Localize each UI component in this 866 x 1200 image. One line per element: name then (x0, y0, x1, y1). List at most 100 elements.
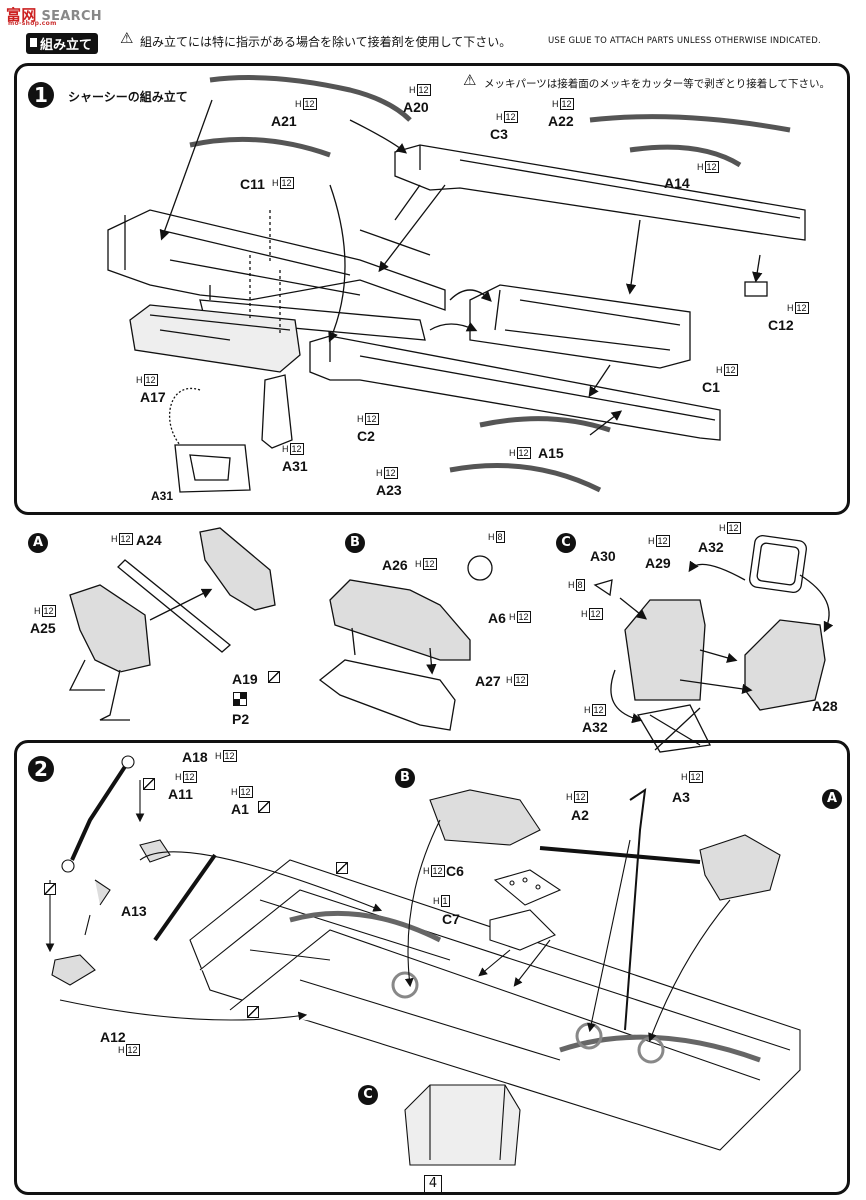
warning-icon: ⚠ (120, 29, 134, 47)
part-c3-label: C3 (490, 126, 508, 142)
step2-panel (14, 740, 850, 1195)
part-a15-label: A15 (538, 445, 564, 461)
callout-b: B (395, 768, 415, 788)
step2-number: 2 (28, 756, 54, 782)
part-c11-label: C11 (240, 176, 265, 192)
step1-title: シャーシーの組み立て (68, 90, 188, 104)
paint-check-icon (233, 692, 247, 706)
part-a12-label: A12 (100, 1029, 126, 1045)
part-c12-label: C12 (768, 317, 794, 333)
part-a21-label: A21 (271, 113, 297, 129)
part-a14-label: A14 (664, 175, 690, 191)
subassembly-c-marker: C (556, 533, 576, 553)
watermark-site: mo-shop.com (8, 20, 57, 27)
a31-detail-label: A31 (151, 489, 174, 503)
part-a32a-label: A32 (698, 539, 724, 555)
part-a22-label: A22 (548, 113, 574, 129)
assembly-tab: 組み立て (26, 33, 99, 54)
part-a18-label: A18 (182, 749, 208, 765)
no-glue-icon-link (336, 862, 348, 874)
part-a6-label: A6 (488, 610, 506, 626)
part-a29-label: A29 (645, 555, 671, 571)
no-glue-icon-bottom (247, 1006, 259, 1018)
part-a30-label: A30 (590, 548, 616, 564)
subassembly-a-marker: A (28, 533, 48, 553)
part-a3-label: A3 (672, 789, 690, 805)
part-a28-label: A28 (812, 698, 838, 714)
part-a17-label: A17 (140, 389, 166, 405)
step1-number: 1 (28, 82, 54, 108)
glue-note-jp: 組み立てには特に指示がある場合を除いて接着剤を使用して下さい。 (140, 35, 512, 49)
plating-warning: メッキパーツは接着面のメッキをカッター等で剥ぎとり接着して下さい。 (484, 78, 830, 90)
part-a23-label: A23 (376, 482, 402, 498)
callout-c: C (358, 1085, 378, 1105)
part-a19-label: A19 (232, 671, 258, 687)
watermark-logo: 富网 SEARCH mo-shop.com (6, 6, 102, 27)
part-a27-label: A27 (475, 673, 501, 689)
part-a31-label: A31 (282, 458, 308, 474)
part-c2-label: C2 (357, 428, 375, 444)
part-a1-label: A1 (231, 801, 249, 817)
p2-label: P2 (232, 711, 250, 727)
callout-a: A (822, 789, 842, 809)
part-c1-label: C1 (702, 379, 720, 395)
no-glue-icon-a1 (258, 801, 270, 813)
step1-panel (14, 63, 850, 515)
plating-warning-icon: ⚠ (463, 71, 477, 89)
part-a2-label: A2 (571, 807, 589, 823)
no-glue-icon-left (44, 883, 56, 895)
part-a20-label: A20 (403, 99, 429, 115)
no-glue-icon (268, 671, 280, 683)
no-glue-icon-a11 (143, 778, 155, 790)
part-a24-label: A24 (136, 532, 162, 548)
page-number: 4 (424, 1175, 442, 1193)
part-c6-label: C6 (446, 863, 464, 879)
watermark-brand: SEARCH (41, 9, 102, 24)
part-a25-label: A25 (30, 620, 56, 636)
part-a32b-label: A32 (582, 719, 608, 735)
subassembly-b-marker: B (345, 533, 365, 553)
part-a26-label: A26 (382, 557, 408, 573)
part-a11-label: A11 (168, 786, 193, 802)
part-a13-label: A13 (121, 903, 147, 919)
part-c7-label: C7 (442, 911, 460, 927)
glue-note-en: USE GLUE TO ATTACH PARTS UNLESS OTHERWIS… (548, 36, 821, 46)
